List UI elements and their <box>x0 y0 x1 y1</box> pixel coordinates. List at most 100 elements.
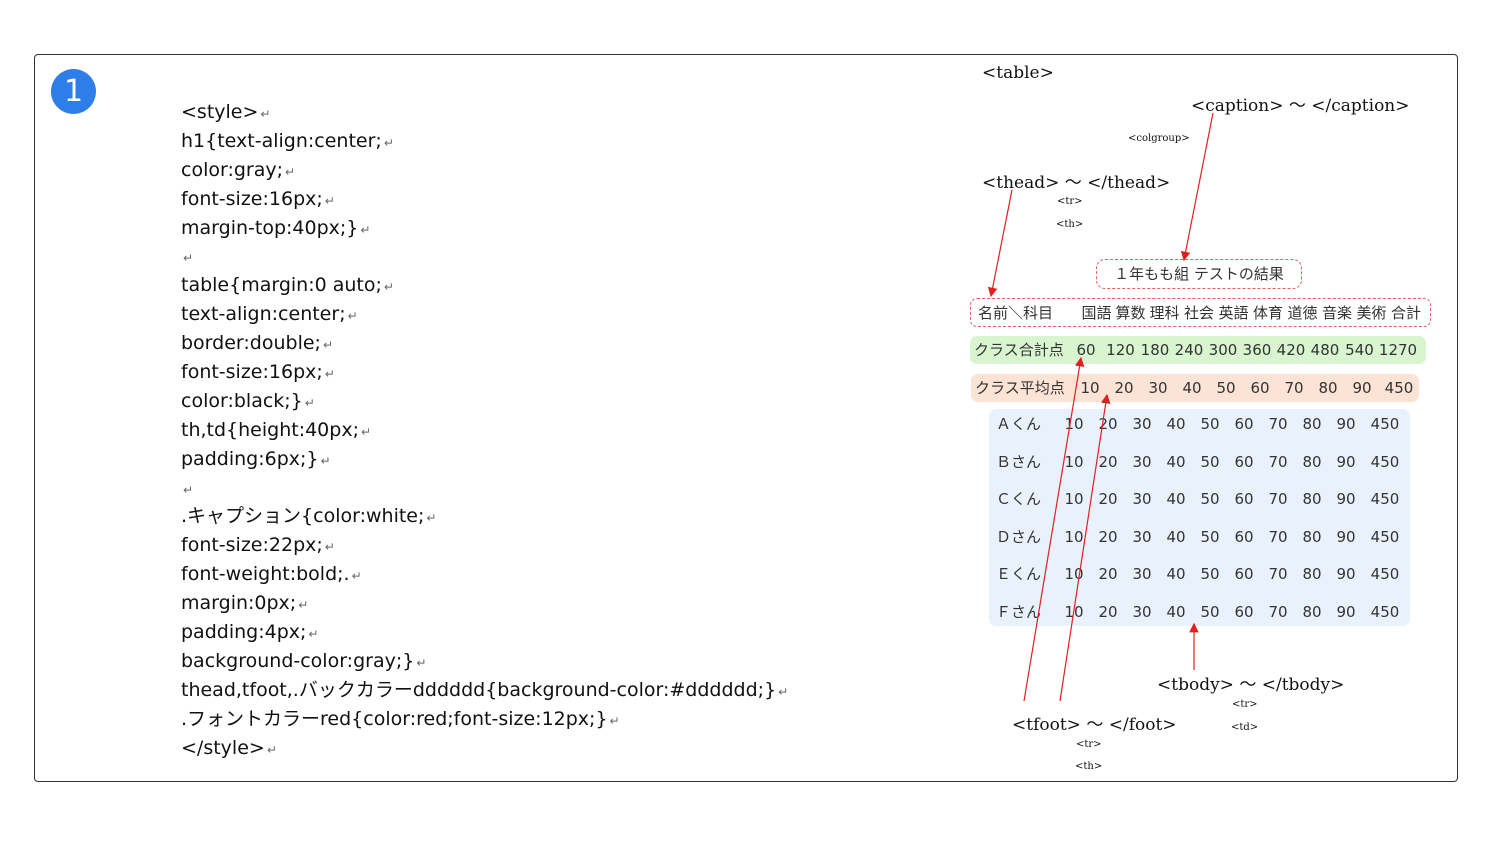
sum-value-cell: 360 <box>1242 341 1272 359</box>
slide-frame <box>34 54 1458 782</box>
return-mark-icon: ↵ <box>308 627 319 642</box>
score-cell: 20 <box>1098 527 1118 546</box>
code-line: padding:4px;↵ <box>181 618 788 647</box>
score-cell: 90 <box>1336 452 1356 471</box>
subject-header-cell: 美術 <box>1356 304 1387 322</box>
tfoot-sum-arrow <box>1023 356 1085 702</box>
sum-value-cell: 60 <box>1076 341 1096 359</box>
css-code-listing: <style>↵h1{text-align:center;↵color:gray… <box>181 98 788 762</box>
code-line-text: .キャプション{color:white; <box>181 505 425 528</box>
average-value-cell: 50 <box>1216 379 1236 397</box>
average-value-cell: 80 <box>1318 379 1338 397</box>
subject-header-cell: 理科 <box>1149 304 1180 322</box>
caption-tag-label: <caption> 〜 </caption> <box>1191 96 1410 116</box>
sum-value-cell: 180 <box>1140 341 1170 359</box>
sum-value-cell: 120 <box>1106 341 1135 359</box>
code-line-text: padding:6px;} <box>181 447 319 470</box>
step-number-badge: 1 <box>51 69 96 114</box>
code-line-text: color:gray; <box>181 158 284 181</box>
subject-header-cell: 体育 <box>1252 304 1283 322</box>
score-cell: 60 <box>1234 490 1254 509</box>
return-mark-icon: ↵ <box>351 569 362 584</box>
score-cell: 60 <box>1234 415 1254 433</box>
score-cell: 60 <box>1234 452 1254 471</box>
average-value-cell: 40 <box>1182 379 1202 397</box>
score-cell: 10 <box>1064 527 1084 546</box>
sum-value-cell: 420 <box>1276 341 1306 359</box>
code-line-text: </style> <box>181 736 265 759</box>
table-caption: １年もも組 テストの結果 <box>1096 259 1302 289</box>
score-cell: 450 <box>1370 527 1400 546</box>
score-cell: 90 <box>1336 415 1356 433</box>
code-line-text: table{margin:0 auto; <box>181 274 382 297</box>
tfoot-tag-label: <tfoot> 〜 </foot> <box>1012 715 1177 735</box>
code-line: h1{text-align:center;↵ <box>181 127 788 156</box>
tfoot-average-arrow <box>1059 393 1111 702</box>
score-cell: 30 <box>1132 565 1152 584</box>
code-line-text: <style> <box>181 101 259 123</box>
table-tag-label: <table> <box>982 63 1054 83</box>
code-line: ↵ <box>181 242 788 271</box>
code-line-text: background-color:gray;} <box>181 649 415 672</box>
score-cell: 70 <box>1268 490 1288 509</box>
tbody-tag-label: <tbody> 〜 </tbody> <box>1157 675 1345 695</box>
return-mark-icon: ↵ <box>266 742 277 757</box>
score-cell: 40 <box>1166 603 1186 621</box>
subject-header-cell: 英語 <box>1218 304 1249 322</box>
subject-header-cell: 国語 <box>1081 304 1112 322</box>
code-line: .フォントカラーred{color:red;font-size:12px;}↵ <box>181 705 788 734</box>
code-line: ↵ <box>181 474 788 503</box>
code-line: border:double;↵ <box>181 329 788 358</box>
score-cell: 60 <box>1234 527 1254 546</box>
return-mark-icon: ↵ <box>360 424 372 439</box>
code-line-text: font-size:22px; <box>181 534 323 557</box>
sum-value-cell: 1270 <box>1378 341 1418 359</box>
colgroup-tag-label: <colgroup> <box>1128 133 1190 144</box>
return-mark-icon: ↵ <box>360 222 371 237</box>
code-line: .キャプション{color:white;↵ <box>181 502 788 531</box>
code-line-text: thead,tfoot,.バックカラーdddddd{background-col… <box>181 678 777 701</box>
score-cell: 20 <box>1098 603 1118 621</box>
code-line-text: text-align:center; <box>181 303 346 326</box>
return-mark-icon: ↵ <box>260 107 271 121</box>
thead-row: 名前＼科目 国語算数理科社会英語体育道徳音楽美術合計 <box>970 298 1431 327</box>
thead-tag-label: <thead> 〜 </thead> <box>982 173 1171 193</box>
score-cell: 40 <box>1166 415 1186 433</box>
return-mark-icon: ↵ <box>298 598 309 613</box>
code-line: font-size:16px;↵ <box>181 185 788 214</box>
tbody-tr-tag-label: <tr> <box>1232 699 1258 710</box>
code-line: <style>↵ <box>181 98 788 127</box>
return-mark-icon: ↵ <box>347 309 358 324</box>
subject-header-cell: 音楽 <box>1321 304 1352 322</box>
code-line-text: font-weight:bold;. <box>181 563 350 586</box>
score-cell: 450 <box>1370 603 1400 621</box>
sum-value-cell: 540 <box>1345 341 1374 359</box>
subject-header-cell: 算数 <box>1115 304 1146 322</box>
code-line: text-align:center;↵ <box>181 300 788 329</box>
score-cell: 50 <box>1200 565 1220 584</box>
score-cell: 70 <box>1268 565 1288 584</box>
score-cell: 80 <box>1302 527 1322 546</box>
score-cell: 80 <box>1302 490 1322 509</box>
tfoot-tr-tag-label: <tr> <box>1076 739 1102 750</box>
average-value-cell: 20 <box>1114 379 1134 397</box>
header-corner-label: 名前＼科目 <box>978 304 1054 322</box>
code-line-text: margin-top:40px;} <box>181 216 359 239</box>
score-cell: 20 <box>1098 490 1118 509</box>
score-cell: 450 <box>1370 490 1400 509</box>
return-mark-icon: ↵ <box>285 164 296 179</box>
score-cell: 10 <box>1064 490 1084 509</box>
return-mark-icon: ↵ <box>183 251 194 266</box>
tbody-row: Ｆさん102030405060708090450 <box>989 598 1410 626</box>
sum-value-cell: 480 <box>1310 341 1340 359</box>
code-line-text: font-size:16px; <box>181 187 323 210</box>
code-line: margin-top:40px;}↵ <box>181 214 788 243</box>
score-cell: 50 <box>1200 603 1220 621</box>
subject-header-cell: 社会 <box>1183 304 1214 322</box>
score-cell: 70 <box>1268 527 1288 546</box>
